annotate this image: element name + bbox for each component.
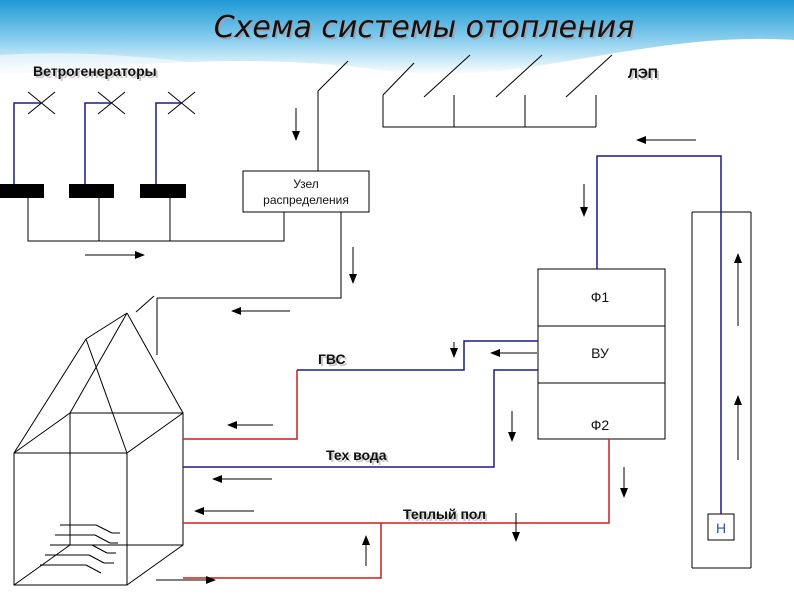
page-title-shadow: Схема системы отопления (216, 12, 637, 47)
floor-heating-label-shadow: Теплый пол (405, 508, 488, 524)
wind-generators (27, 91, 196, 115)
generator-bus (27, 198, 285, 242)
wind-label-shadow: Ветрогенераторы (35, 65, 159, 81)
pump-label: Н (716, 520, 726, 536)
header-wave-light (0, 46, 794, 91)
distribution-node-box (242, 170, 370, 213)
page-title: Схема системы отопления (214, 10, 635, 45)
hot-water-label: ГВС (318, 351, 346, 367)
flow-arrows (85, 108, 742, 584)
power-line-label-shadow: ЛЭП (630, 67, 660, 83)
header-wave (0, 0, 794, 75)
tech-water-label: Тех вода (326, 447, 387, 463)
filter-1-label: Ф1 (591, 289, 610, 305)
floor-heating-label: Теплый пол (403, 506, 486, 522)
filter-2-label: Ф2 (591, 417, 610, 433)
hot-water-label-shadow: ГВС (320, 353, 348, 369)
wind-generators-label: Ветрогенераторы (33, 63, 157, 79)
water-treatment-label: ВУ (591, 345, 609, 361)
equipment-column (537, 268, 666, 440)
node-to-house-line (135, 212, 342, 355)
floor-heating-coil (40, 524, 120, 574)
floor-heating-pipe (183, 439, 610, 524)
house (13, 312, 184, 586)
hot-water-pipe (183, 340, 538, 440)
wind-generator-masts (13, 102, 181, 185)
well-supply-pipe (596, 155, 722, 514)
power-line (317, 54, 613, 171)
tech-water-label-shadow: Тех вода (328, 449, 389, 465)
generator-blocks (0, 184, 186, 198)
power-line-label: ЛЭП (628, 65, 658, 81)
pump-box (707, 513, 735, 541)
distribution-node-label-1: Узел (293, 177, 319, 191)
distribution-node-label-2: распределения (263, 193, 349, 207)
floor-heating-return-pipe (183, 523, 382, 579)
tech-water-pipe (183, 369, 538, 468)
